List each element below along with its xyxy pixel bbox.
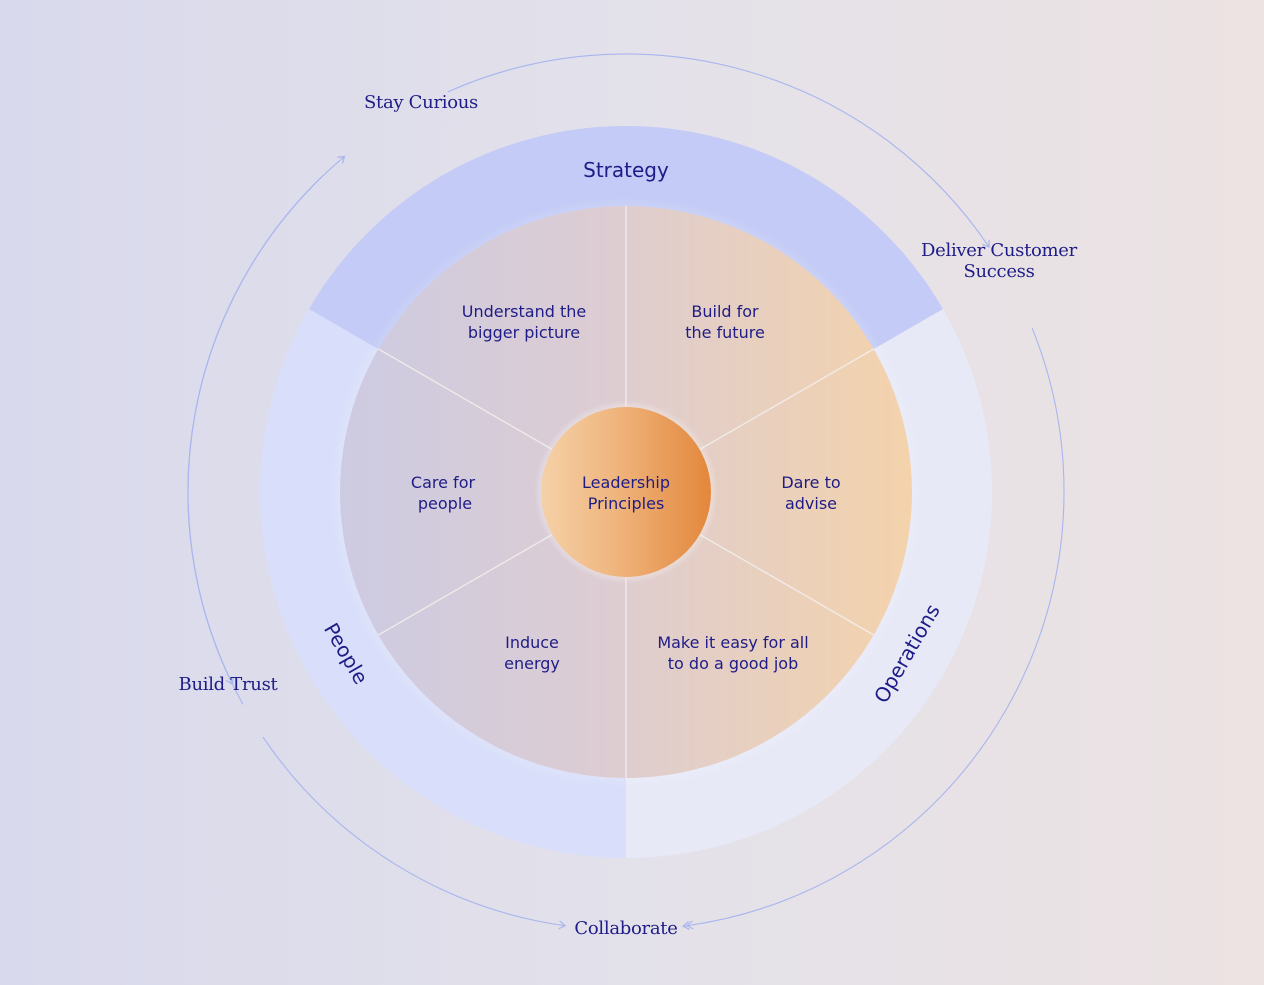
- understand-label-line1: Understand the: [462, 302, 586, 321]
- induce-label-line2: energy: [504, 654, 560, 673]
- dare-label-line1: Dare to: [781, 473, 840, 492]
- center-label-line1: Leadership: [582, 473, 670, 492]
- arrow-stay-curious-to-build-trust: [187, 176, 323, 685]
- make-easy-label-line1: Make it easy for all: [657, 633, 808, 652]
- dare-label-line2: advise: [785, 494, 837, 513]
- sector-dividers: [377, 206, 875, 778]
- build-future-label-line1: Build for: [691, 302, 759, 321]
- center-circle: [541, 407, 711, 577]
- build-future-label-line2: the future: [685, 323, 765, 342]
- build-trust-label: Build Trust: [179, 674, 279, 695]
- arrow-collaborate-from-right: [682, 921, 690, 930]
- value-cycle-arrows: [187, 53, 1065, 930]
- arrow-collaborate-to-build-trust: [262, 736, 567, 930]
- understand-label-line2: bigger picture: [468, 323, 580, 342]
- sector-divider-line: [377, 348, 552, 450]
- sector-divider-line: [700, 348, 875, 450]
- sector-divider-line: [700, 534, 875, 636]
- center-label-line2: Principles: [588, 494, 665, 513]
- sector-divider-line: [377, 534, 552, 636]
- strategy-ring-label: Strategy: [583, 158, 669, 182]
- deliver-label-line2: Success: [963, 261, 1034, 282]
- collaborate-label: Collaborate: [574, 918, 677, 939]
- induce-label-line1: Induce: [505, 633, 559, 652]
- care-label-line2: people: [418, 494, 472, 513]
- deliver-label-line1: Deliver Customer: [921, 240, 1078, 261]
- strategy-ring-segment: [309, 126, 943, 355]
- care-label-line1: Care for: [411, 473, 476, 492]
- arrow-stay-curious-to-deliver: [447, 53, 990, 248]
- make-easy-label-line2: to do a good job: [668, 654, 798, 673]
- stay-curious-label: Stay Curious: [364, 92, 478, 113]
- arrow-deliver-to-collaborate: [685, 327, 1065, 930]
